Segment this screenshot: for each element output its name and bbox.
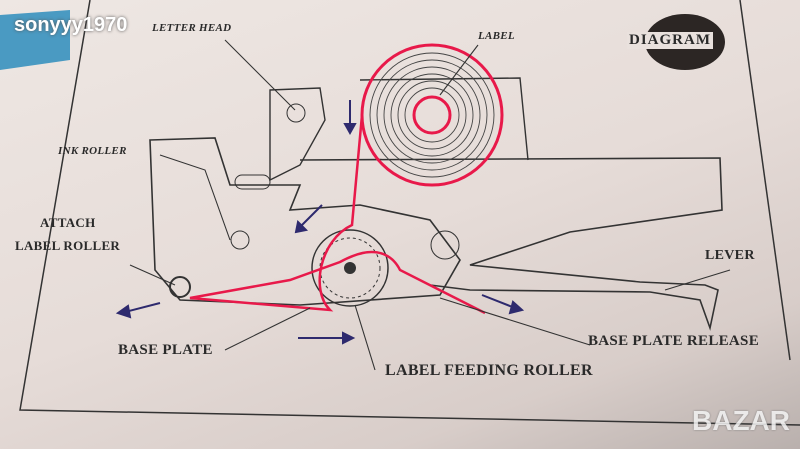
letter-head-hole (286, 103, 306, 123)
main-body (149, 137, 461, 306)
label-attach-1: ATTACH (40, 215, 96, 230)
site-watermark: BAZAR (692, 405, 790, 436)
letter-head (269, 87, 326, 182)
label-ink-roller: INK ROLLER (58, 145, 127, 157)
arrow-release-icon (481, 294, 516, 309)
label-roll (369, 52, 495, 178)
label-attach-2: LABEL ROLLER (15, 238, 121, 253)
diagram-logo-text: DIAGRAM (627, 32, 713, 49)
attach-label-roller (169, 276, 191, 298)
label-label: LABEL (478, 30, 515, 42)
leader-base-plate (224, 307, 311, 351)
pivot (430, 230, 460, 260)
label-base-plate: BASE PLATE (118, 342, 213, 358)
lever-body (299, 157, 723, 331)
label-roll-outline (360, 43, 504, 187)
leader-label (439, 44, 479, 96)
label-housing (359, 77, 529, 161)
label-feeding-roller (311, 229, 389, 307)
box-edge (0, 10, 70, 70)
leader-lever (664, 269, 731, 291)
arrow-left-icon (124, 302, 161, 313)
leader-feeding-roller (354, 304, 376, 371)
frame-border-right (739, 0, 791, 361)
slot (234, 174, 271, 190)
user-watermark: sonyyy1970 (14, 14, 128, 36)
leader-ink-roller (159, 154, 231, 241)
arrow-diagonal-icon (301, 204, 323, 226)
ink-roller (230, 230, 250, 250)
label-feeding-roller: LABEL FEEDING ROLLER (385, 362, 593, 379)
leader-base-plate-release (439, 297, 591, 346)
label-roll-core (412, 95, 452, 135)
label-base-plate-release: BASE PLATE RELEASE (588, 333, 760, 349)
label-lever: LEVER (705, 248, 755, 263)
frame-border (19, 0, 800, 426)
leader-attach-roller (129, 264, 176, 286)
label-path (189, 114, 486, 315)
leader-letter-head (224, 39, 296, 111)
label-letter-head: LETTER HEAD (152, 22, 232, 34)
